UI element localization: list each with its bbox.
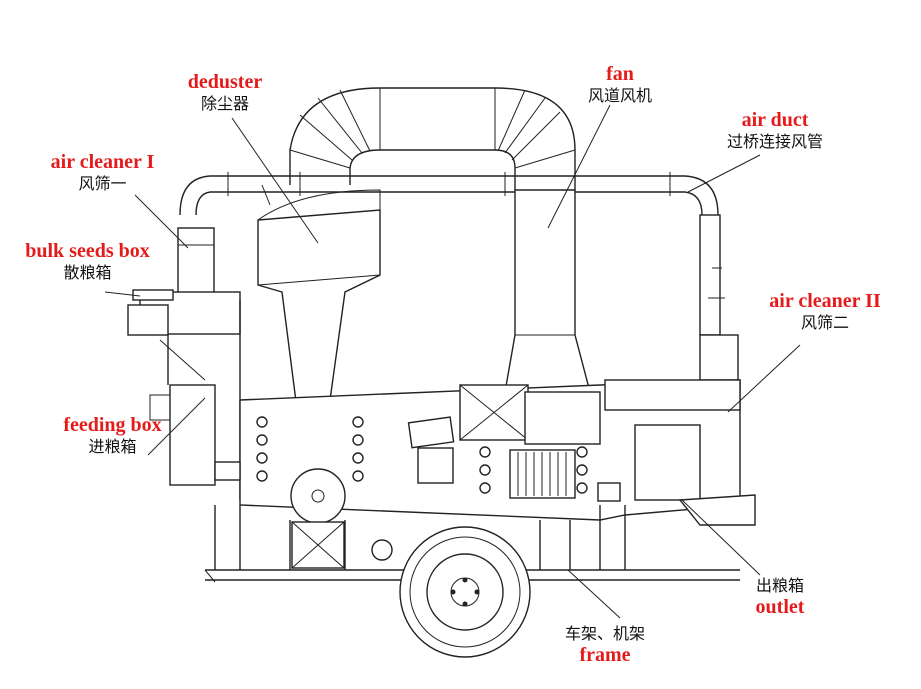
label-bulk-seeds-box-cn: 散粮箱 <box>63 263 112 282</box>
air-cleaner-2-body <box>699 214 739 381</box>
pulley-wheel <box>290 468 346 524</box>
bolt-column-left <box>256 416 268 482</box>
label-feeding-box-en: feeding box <box>63 414 162 436</box>
air-duct-pipe <box>179 172 719 216</box>
label-deduster-en: deduster <box>187 71 263 93</box>
label-air-cleaner-1-en: air cleaner I <box>50 151 155 173</box>
label-deduster: deduster 除尘器 <box>175 72 275 112</box>
label-feeding-box: feeding box 进粮箱 <box>45 415 180 455</box>
label-air-cleaner-2-en: air cleaner II <box>769 290 881 312</box>
leader-lines <box>104 104 801 619</box>
label-deduster-cn: 除尘器 <box>200 94 249 113</box>
label-air-duct: air duct 过桥连接风管 <box>710 110 840 150</box>
label-frame-en: frame <box>579 644 631 666</box>
label-outlet-en: outlet <box>755 596 805 618</box>
label-fan: fan 风道风机 <box>570 64 670 104</box>
bolt-column-right <box>479 446 588 494</box>
label-fan-cn: 风道风机 <box>587 86 652 105</box>
label-outlet: 出粮箱 outlet <box>735 576 825 618</box>
label-bulk-seeds-box-en: bulk seeds box <box>25 240 150 262</box>
bolt-column-middle <box>352 416 364 482</box>
main-housing <box>149 379 756 526</box>
label-fan-en: fan <box>606 63 634 85</box>
label-air-cleaner-2: air cleaner II 风筛二 <box>750 291 900 331</box>
label-air-duct-cn: 过桥连接风管 <box>726 132 823 151</box>
label-air-cleaner-1: air cleaner I 风筛一 <box>30 152 175 192</box>
wheel <box>399 526 531 658</box>
label-bulk-seeds-box: bulk seeds box 散粮箱 <box>5 241 170 281</box>
label-air-duct-en: air duct <box>741 109 809 131</box>
label-outlet-cn: 出粮箱 <box>755 576 804 595</box>
label-air-cleaner-1-cn: 风筛一 <box>78 174 127 193</box>
label-frame: 车架、机架 frame <box>555 624 655 666</box>
label-frame-cn: 车架、机架 <box>564 624 645 643</box>
fan-column <box>504 189 591 393</box>
label-feeding-box-cn: 进粮箱 <box>88 437 137 456</box>
deduster-arch-duct <box>289 87 576 190</box>
label-air-cleaner-2-cn: 风筛二 <box>800 313 849 332</box>
